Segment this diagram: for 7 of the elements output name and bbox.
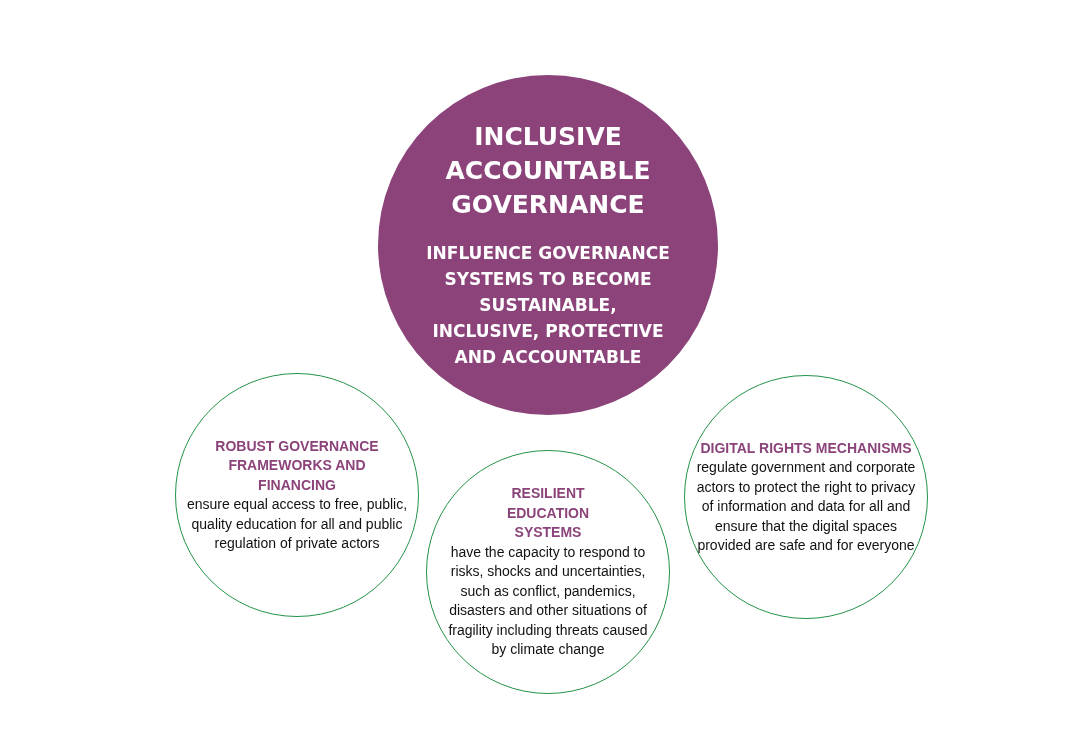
description: ensure equal access to free, public, quality education for all and public regulation of private actors [185,495,409,553]
heading: RESILIENT EDUCATION SYSTEMS [505,484,591,543]
heading: INCLUSIVE ACCOUNTABLE GOVERNANCE [444,121,652,221]
description: INFLUENCE GOVERNANCE SYSTEMS TO BECOME SUSTAINABLE, INCLUSIVE, PROTECTIVE AND ACCOUNTABLE [425,242,671,369]
heading: ROBUST GOVERNANCE FRAMEWORKS AND FINANCING [214,436,380,495]
description: DIGITAL RIGHTS MECHANISMS regulate government and corporate actors to protect the right to privacy of information and data for all and ensure that the digital spaces provided are safe and for everyone [696,438,916,555]
description: have the capacity to respond to risks, shocks and uncertainties, such as conflict, pandemics, disasters and other situations of fragility including threats caused by climate change [447,542,649,660]
